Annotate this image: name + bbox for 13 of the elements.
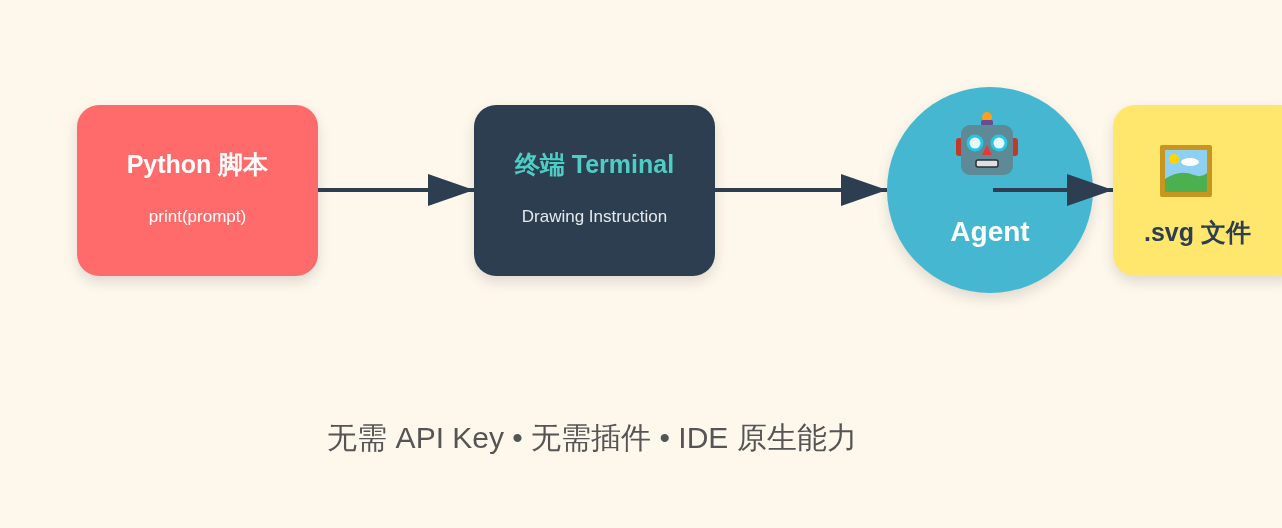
arrow [993,174,1113,206]
box-subtitle: Drawing Instruction [521,207,668,228]
footer-note: 无需 API Key • 无需插件 • IDE 原生能力 [327,420,857,456]
box-title: .svg 文件 [1144,217,1251,247]
arrow [318,174,474,206]
box-title: 终端 Terminal [514,149,675,179]
process-box [77,105,318,276]
box-title: Python 脚本 [126,149,269,179]
process-box [474,105,715,276]
circle-title: Agent [950,215,1030,249]
file-box [1113,105,1282,276]
arrow [715,174,887,206]
box-subtitle: print(prompt) [148,207,247,228]
